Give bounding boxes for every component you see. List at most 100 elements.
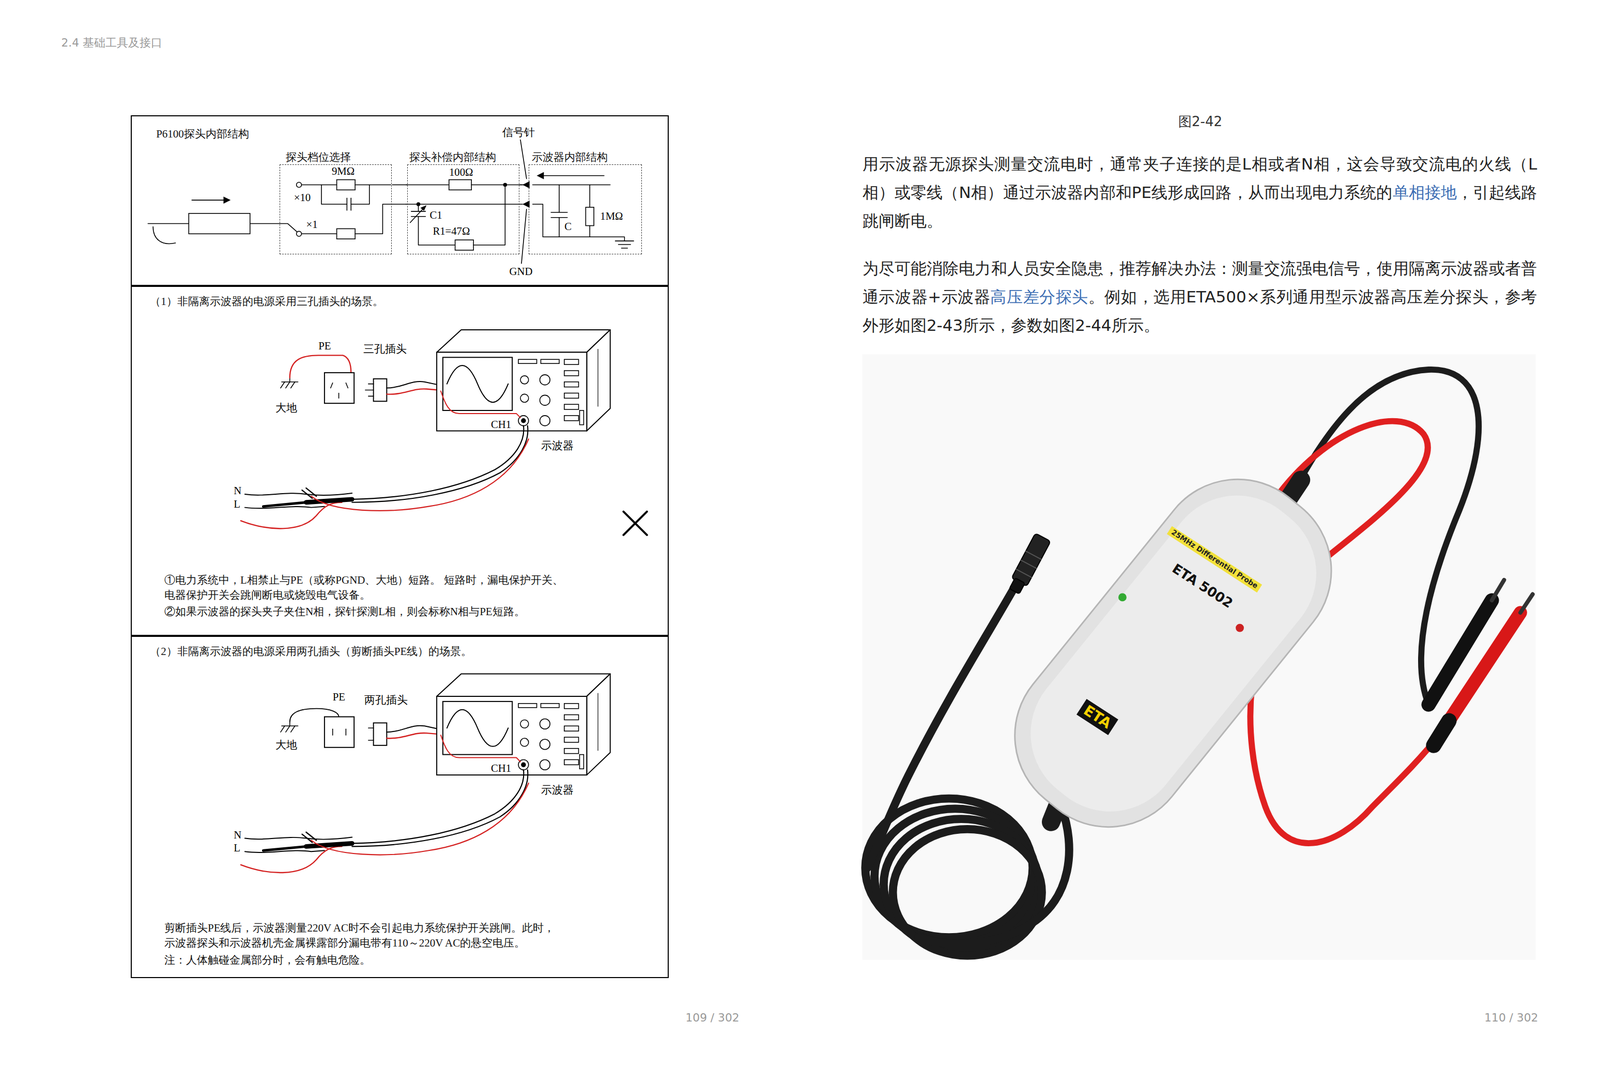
wire — [332, 728, 334, 735]
switch-arm — [250, 223, 298, 233]
side-line — [597, 348, 598, 407]
ground-symbol — [615, 240, 635, 242]
page-number: 110 / 302 — [1484, 1011, 1538, 1025]
button — [564, 703, 579, 709]
wire — [532, 184, 611, 186]
waveform — [447, 365, 509, 403]
button — [518, 359, 537, 364]
product-logo: ETA — [1076, 698, 1119, 735]
wire — [406, 184, 450, 186]
callout-label: 信号针 — [502, 126, 535, 140]
waveform — [447, 709, 509, 747]
socket — [324, 372, 355, 404]
ground-symbol — [618, 243, 632, 245]
knob — [540, 718, 551, 729]
power-cord — [386, 388, 439, 394]
plug-tip — [1520, 594, 1533, 613]
wire — [355, 204, 407, 234]
port — [579, 410, 584, 425]
wire — [532, 204, 625, 241]
button — [564, 392, 579, 398]
resistor-symbol — [336, 179, 356, 191]
scope-screen — [442, 701, 513, 755]
bnc-body — [1011, 532, 1051, 587]
socket — [324, 716, 355, 748]
wire-label: PE — [332, 690, 346, 704]
wire-connector — [391, 184, 408, 186]
scope-screen — [442, 357, 513, 411]
callout-label: GND — [509, 265, 533, 279]
button — [564, 370, 579, 376]
photo-background — [862, 354, 1536, 960]
led — [1235, 623, 1244, 633]
wire — [558, 184, 560, 212]
note-text: 剪断插头PE线后，示波器测量220V AC时不会引起电力系统保护开关跳闸。此时，… — [164, 920, 629, 951]
figure-caption: 图2-42 — [1178, 114, 1223, 130]
arrowhead — [420, 205, 427, 211]
node-heading: 示波器内部结构 — [531, 150, 608, 164]
knob — [520, 375, 529, 384]
probe-tip — [263, 845, 306, 851]
l-wire — [240, 845, 342, 873]
scene-panel: （1）非隔离示波器的电源采用三孔插头的场景。①电力系统中，L相禁止与PE（或称P… — [130, 285, 669, 636]
plug — [373, 722, 388, 745]
probe-handle — [305, 842, 352, 846]
resistor-symbol — [336, 228, 356, 239]
node-heading: 探头档位选择 — [285, 150, 351, 164]
bnc-rib — [1016, 550, 1041, 578]
button — [564, 381, 579, 388]
scope-side — [586, 329, 610, 432]
leader-line — [520, 140, 527, 179]
probe-tip — [263, 502, 306, 507]
value-label: 9MΩ — [331, 165, 355, 178]
button — [564, 404, 579, 410]
scope-front — [436, 696, 587, 775]
probe-body — [188, 213, 250, 235]
cross-mark — [623, 511, 647, 535]
channel-label: CH1 — [490, 418, 512, 432]
node-heading: （1）非隔离示波器的电源采用三孔插头的场景。 — [149, 295, 384, 308]
wire — [355, 184, 391, 186]
knob — [520, 737, 529, 747]
resistor-symbol — [449, 179, 472, 191]
junction — [417, 202, 421, 206]
terminal — [296, 182, 302, 188]
scene — [240, 329, 648, 535]
ground-symbol — [280, 381, 296, 389]
wire — [345, 728, 347, 735]
value-label: 1MΩ — [600, 210, 623, 223]
probe-handle — [305, 499, 352, 503]
capacitor-plate — [346, 197, 348, 211]
scope-front — [436, 351, 587, 431]
arrowhead — [223, 196, 231, 204]
button — [564, 748, 579, 754]
dashed-outline — [279, 164, 392, 255]
link-text: 高压差分探头 — [990, 287, 1088, 306]
probe-body — [981, 445, 1365, 860]
signal-direction — [541, 175, 604, 177]
bnc-plug — [1006, 532, 1051, 595]
wire — [368, 739, 374, 741]
node-heading: 探头补偿内部结构 — [409, 150, 497, 164]
wire-label: PE — [318, 340, 331, 353]
node-heading: P6100探头内部结构 — [156, 127, 250, 141]
part-label: 大地 — [275, 739, 298, 752]
button — [540, 703, 560, 708]
capacitor-plate — [411, 210, 426, 212]
dashed-outline — [407, 164, 520, 255]
button — [564, 736, 579, 743]
scene-panel: （2）非隔离示波器的电源采用两孔插头（剪断插头PE线）的场景。剪断插头PE线后，… — [130, 635, 669, 978]
wire — [301, 184, 337, 186]
terminal — [296, 231, 302, 237]
link-text: 单相接地 — [1392, 182, 1457, 202]
ground-symbol — [621, 247, 628, 249]
knob — [540, 394, 551, 406]
plug — [373, 378, 388, 402]
bnc-pin — [521, 762, 526, 767]
value-label: R1=47Ω — [432, 225, 470, 238]
power-cord — [386, 725, 439, 732]
plug-black — [1428, 600, 1492, 704]
body-paragraph: 为尽可能消除电力和人员安全隐患，推荐解决办法：测量交流强电信号，使用隔离示波器或… — [862, 254, 1537, 340]
button — [564, 714, 579, 720]
knob — [540, 374, 551, 386]
